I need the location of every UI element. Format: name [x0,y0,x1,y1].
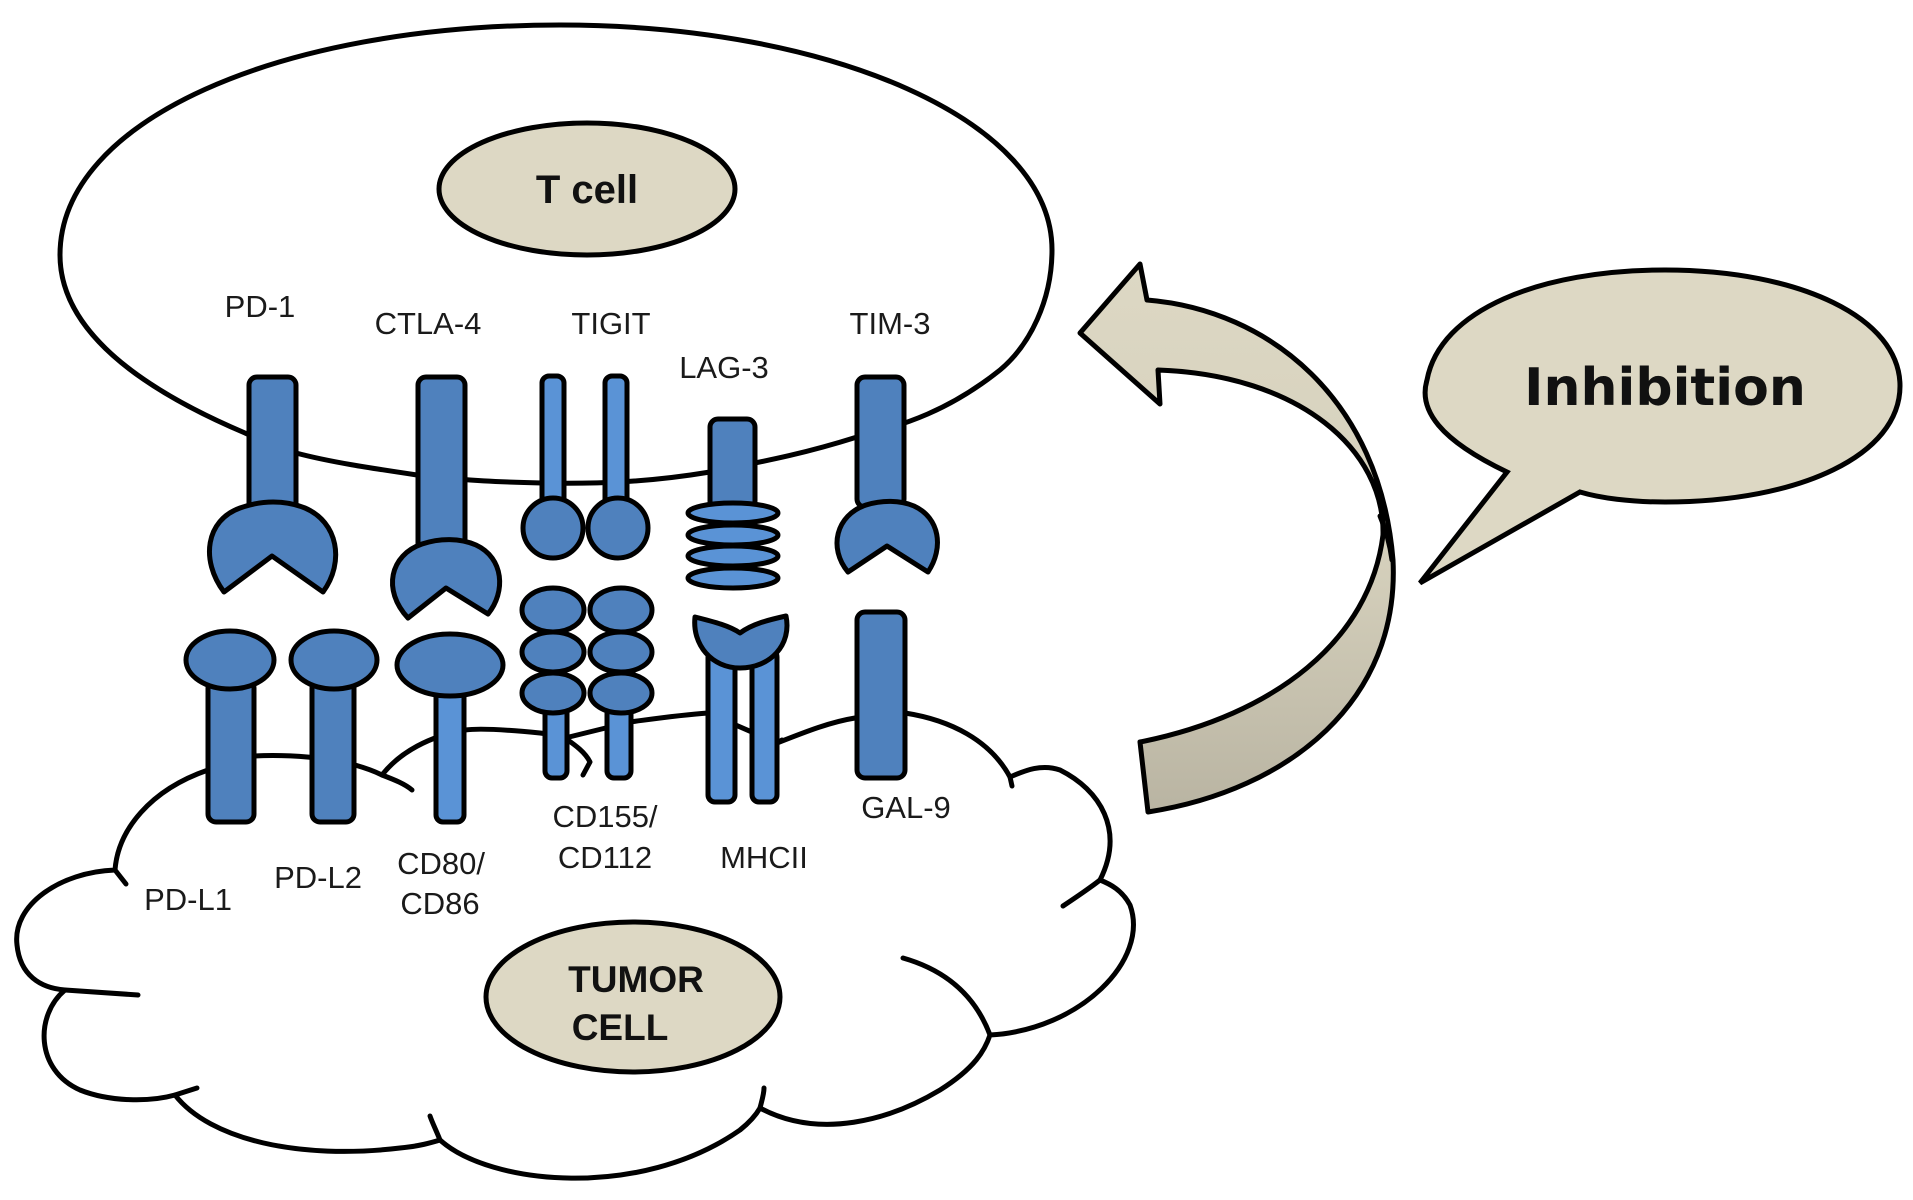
cloud-crease [172,1085,200,1098]
tigit-domain-right [585,495,651,561]
speech-bubble [1418,267,1903,586]
tumor-cell-nucleus [483,919,783,1075]
ctla4-stalk [415,374,468,555]
cloud-crease [1060,877,1103,909]
speech-bubble-icon: Inhibition [1418,267,1903,586]
receptor-ctla4[interactable] [390,374,503,621]
mhcii-cup-icon [692,613,790,671]
lag3-ring [685,500,781,526]
arrow-twist-edge [1377,513,1395,563]
cloud-crease [757,1085,767,1111]
tim3-stalk [854,374,907,510]
t-cell-label: T cell [536,168,638,212]
pd1-stalk [246,374,299,515]
callout-text: Inhibition [1524,358,1806,418]
cd155-domain [519,629,587,675]
mhcii-stalk-right [749,647,780,805]
ligand-pdl1[interactable] [183,628,277,825]
lag3-ring [685,565,781,591]
cloud-crease [1007,774,1015,789]
label-cd86: CD86 [400,886,479,921]
t-cell-nucleus [436,120,738,258]
tim3-cup-icon [834,498,940,575]
tumor-cell: TUMOR CELL [14,710,1136,1181]
cloud-crease [900,955,993,1038]
label-cd80: CD80/ [397,846,485,881]
ligand-cd80-cd86[interactable] [394,631,506,825]
label-pdl2: PD-L2 [274,860,362,895]
tigit-stalk-right [602,373,630,509]
pdl2-head [288,628,380,692]
ligand-gal9[interactable] [854,609,908,781]
pdl2-stalk [309,677,357,825]
label-ctla4: CTLA-4 [375,306,482,341]
receptors [207,373,940,621]
lag3-ring [685,522,781,548]
lag3-ring [685,543,781,569]
tumor-cell-label-line2: CELL [572,1007,669,1048]
cd80-head [394,631,506,699]
label-cd112: CD112 [558,840,652,875]
receptor-pd1[interactable] [207,374,339,595]
cloud-crease [112,867,129,887]
cd155-domain [587,629,655,675]
label-cd155: CD155/ [552,799,657,834]
cloud-crease [62,987,141,998]
t-cell: T cell [57,22,1055,486]
label-gal9: GAL-9 [861,790,951,825]
arrow-body [1077,261,1396,815]
label-pdl1: PD-L1 [144,882,232,917]
receptor-tigit[interactable] [520,373,651,561]
tigit-stalk-left [539,373,567,509]
ligand-labels: PD-L1 PD-L2 CD80/ CD86 CD155/ CD112 MHCI… [144,790,951,921]
label-tim3: TIM-3 [850,306,931,341]
ligands [183,585,908,825]
cd155-domain [519,585,587,635]
tigit-domain-left [520,495,586,561]
mhcii-stalk-left [705,647,738,805]
pdl1-head [183,628,277,692]
label-mhcii: MHCII [720,840,808,875]
ligand-mhcii[interactable] [692,613,790,805]
curved-arrow-icon [1077,261,1396,815]
cd155-domain [587,585,655,635]
label-lag3: LAG-3 [679,350,769,385]
tumor-cell-label-line1: TUMOR [568,959,704,1000]
label-tigit: TIGIT [571,306,650,341]
cd80-stalk [433,685,467,825]
cd155-domain [587,670,655,716]
cloud-crease [379,772,415,793]
ctla4-cup-icon [390,537,503,621]
label-pd1: PD-1 [225,289,296,324]
receptor-lag3[interactable] [685,416,781,591]
pdl1-stalk [205,677,257,825]
gal9-stalk [854,609,908,781]
cd155-domain [519,670,587,716]
receptor-tim3[interactable] [834,374,940,575]
lag3-stalk [707,416,758,512]
cloud-crease [427,1113,443,1143]
pd1-cup-icon [207,499,339,595]
ligand-pdl2[interactable] [288,628,380,825]
ligand-cd155-cd112[interactable] [519,585,655,781]
receptor-labels: PD-1 CTLA-4 TIGIT LAG-3 TIM-3 [225,289,931,385]
